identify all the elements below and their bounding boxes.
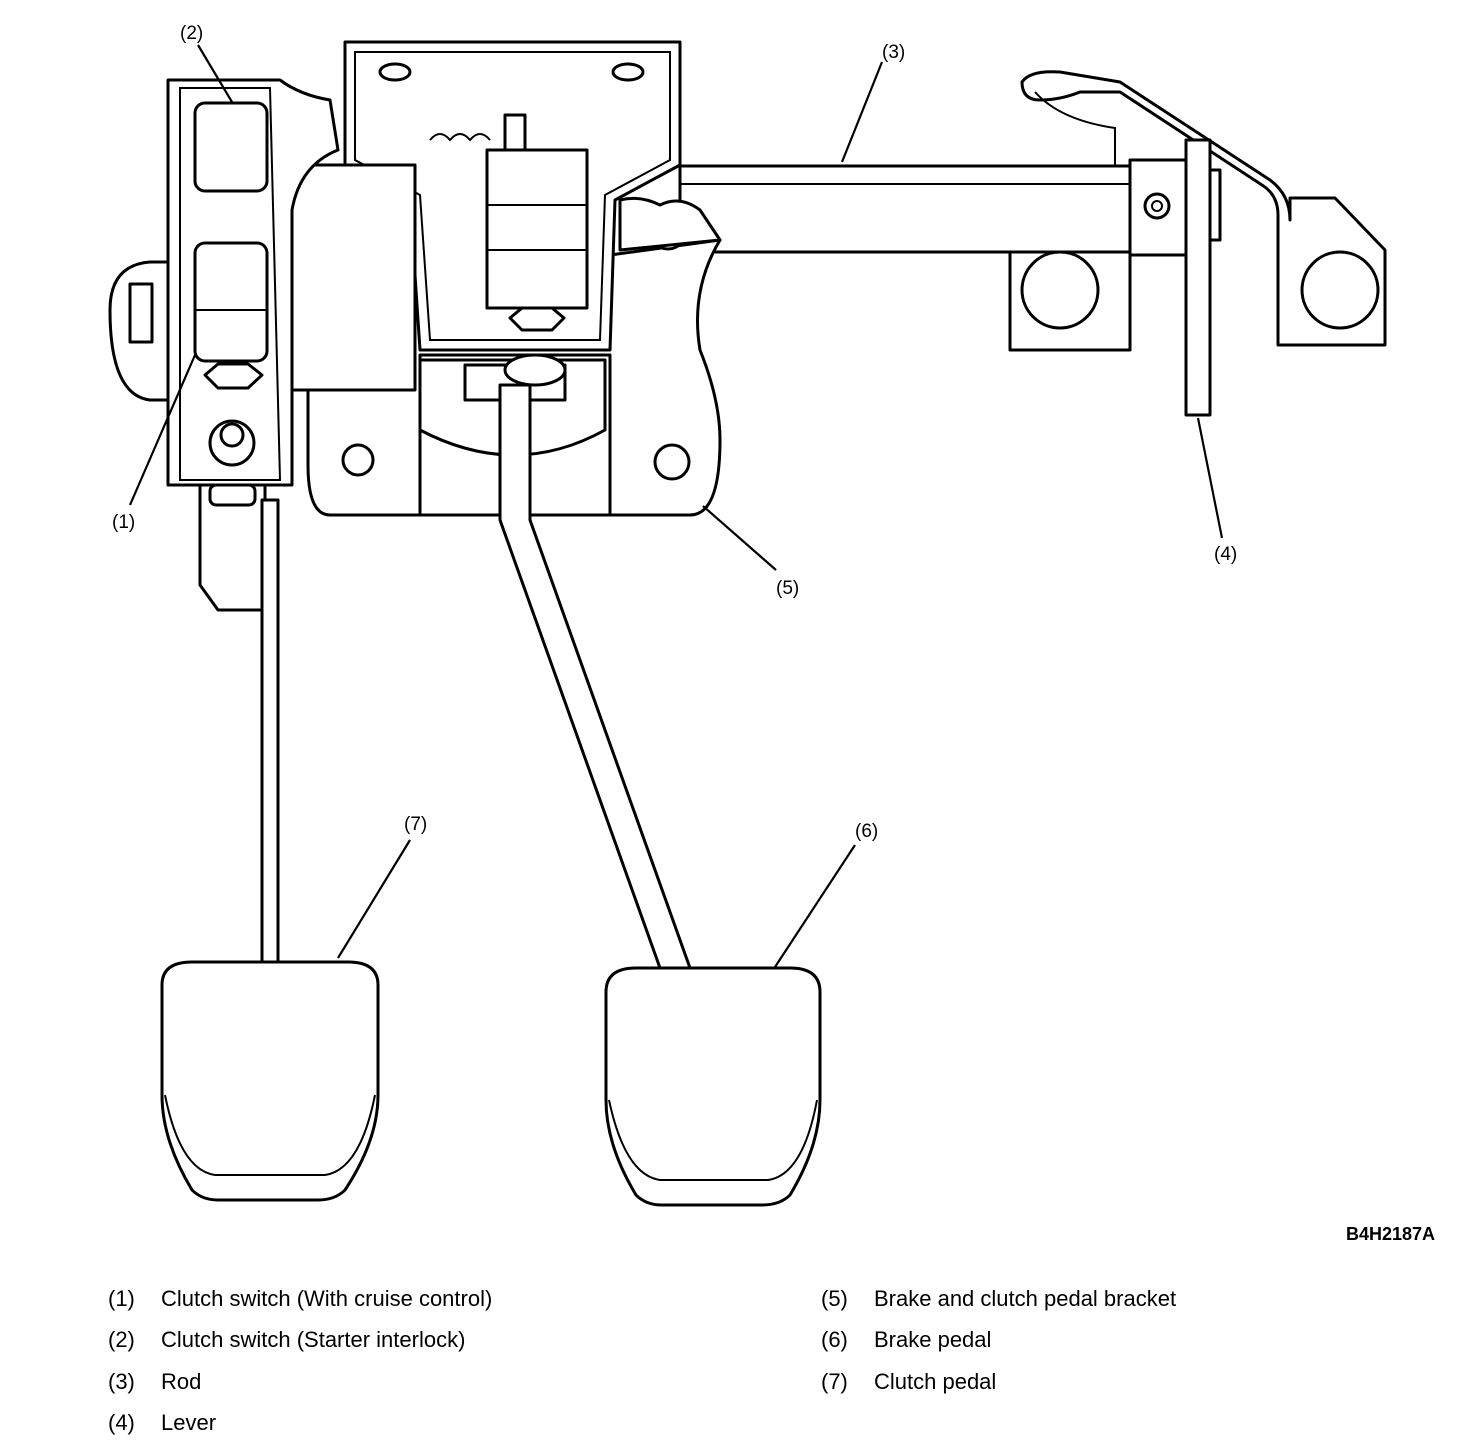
legend-number: (4)	[108, 1410, 135, 1435]
leader-line-1	[128, 354, 197, 506]
legend-text: Lever	[161, 1410, 217, 1435]
legend-text: Rod	[161, 1369, 202, 1394]
clutch-switch-cruise-control	[193, 241, 269, 363]
callout-3: (3)	[882, 42, 905, 63]
leader-line-5	[702, 505, 777, 571]
callout-1: (1)	[112, 512, 135, 533]
rod	[678, 158, 1192, 257]
clutch-switch-assembly	[108, 78, 340, 612]
leader-line-7	[337, 839, 411, 959]
legend-number: (2)	[108, 1327, 135, 1352]
pedal-assembly-diagram: (2) (1) (3) (4) (5) (6) (7)	[108, 23, 1387, 1207]
legend-number: (1)	[108, 1286, 135, 1311]
lever	[1184, 138, 1222, 417]
clutch-pedal	[160, 498, 380, 1202]
callout-5: (5)	[776, 578, 799, 599]
leader-line-6	[774, 844, 856, 968]
leader-line-4	[1196, 417, 1224, 539]
callout-6: (6)	[855, 821, 878, 842]
rod-mounting-bracket	[1008, 70, 1387, 352]
callouts: (2) (1) (3) (4) (5) (6) (7)	[112, 23, 1237, 842]
legend-text: Clutch switch (Starter interlock)	[161, 1327, 466, 1352]
figure-reference-code: B4H2187A	[1346, 1224, 1436, 1244]
legend-number: (7)	[821, 1369, 848, 1394]
callout-4: (4)	[1214, 544, 1237, 565]
legend-text: Brake pedal	[874, 1327, 992, 1352]
legend-text: Clutch switch (With cruise control)	[161, 1286, 493, 1311]
legend-text: Clutch pedal	[874, 1369, 997, 1394]
leader-line-2	[197, 44, 233, 103]
legend-number: (5)	[821, 1286, 848, 1311]
legend-number: (3)	[108, 1369, 135, 1394]
legend-number: (6)	[821, 1327, 848, 1352]
legend-text: Brake and clutch pedal bracket	[874, 1286, 1177, 1311]
brake-pedal	[498, 383, 822, 1207]
callout-2: (2)	[180, 23, 203, 44]
leader-line-3	[840, 61, 884, 163]
clutch-switch-starter-interlock	[193, 101, 269, 193]
leader-lines	[128, 44, 1224, 968]
callout-7: (7)	[404, 814, 427, 835]
